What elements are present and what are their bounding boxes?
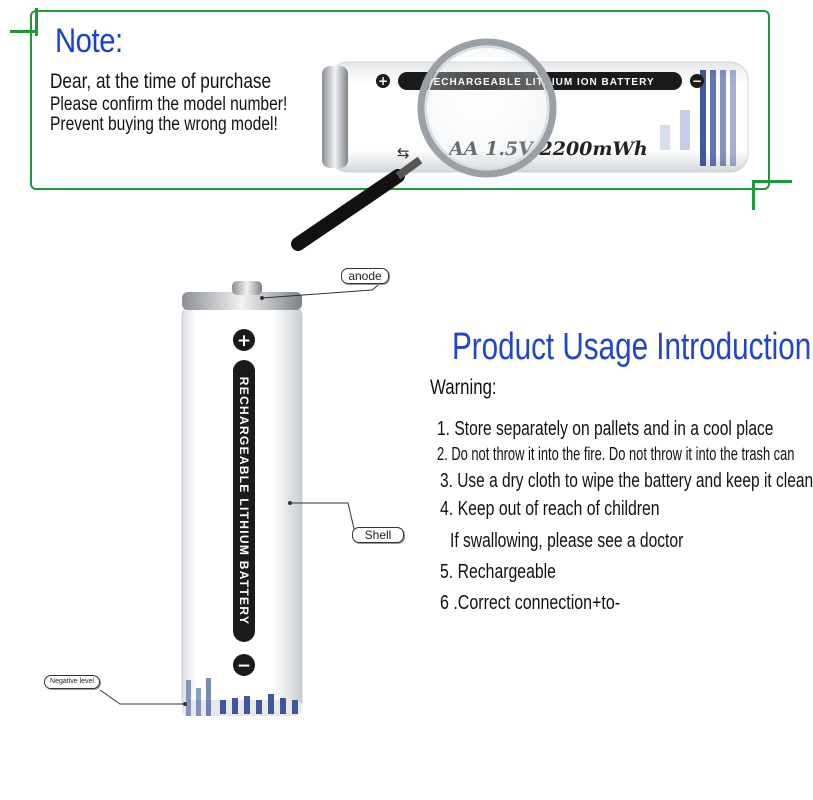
corner-mark-bottom-right-v	[752, 180, 755, 210]
note-line-3: Prevent buying the wrong model!	[50, 114, 278, 135]
usage-item-2: 2. Do not throw it into the fire. Do not…	[437, 444, 795, 464]
corner-mark-top-left-v	[35, 8, 38, 36]
negative-marker	[183, 702, 187, 706]
usage-item-6: 6 .Correct connection+to-	[440, 592, 621, 614]
anode-marker	[260, 296, 264, 300]
usage-title: Product Usage Introduction	[452, 326, 812, 368]
warning-heading: Warning:	[430, 376, 497, 399]
usage-item-4: 4. Keep out of reach of children	[440, 498, 660, 520]
small-battery-plus: +	[378, 74, 388, 88]
usage-item-1: 1. Store separately on pallets and in a …	[437, 418, 774, 440]
shell-label: Shell	[352, 527, 404, 543]
big-battery-side-text: RECHARGEABLE LITHIUM BATTERY	[237, 377, 251, 625]
anode-label: anode	[341, 268, 389, 284]
small-battery-minus: −	[692, 74, 702, 88]
negative-level-label: Negative level	[44, 675, 100, 689]
shell-marker	[288, 501, 292, 505]
small-battery-blue-pattern	[660, 70, 736, 166]
big-battery-plus: +	[237, 331, 251, 351]
note-line-2: Please confirm the model number!	[50, 94, 288, 115]
big-battery: RECHARGEABLE LITHIUM BATTERY + −	[181, 281, 303, 716]
big-battery-blue-pattern	[186, 678, 298, 716]
note-line-1: Dear, at the time of purchase	[50, 70, 272, 93]
big-battery-minus: −	[237, 656, 251, 676]
note-title: Note:	[55, 22, 123, 60]
note-frame	[30, 10, 770, 190]
corner-mark-bottom-right-h	[752, 180, 792, 183]
usage-item-5: 5. Rechargeable	[440, 561, 556, 583]
usage-item-4-note: If swallowing, please see a doctor	[450, 530, 684, 552]
corner-mark-top-left-h	[10, 30, 38, 33]
usage-item-3: 3. Use a dry cloth to wipe the battery a…	[440, 470, 813, 492]
leader-lines	[99, 281, 383, 705]
magnifier-icon	[291, 38, 557, 251]
recycle-icon: ⇆	[397, 144, 410, 162]
